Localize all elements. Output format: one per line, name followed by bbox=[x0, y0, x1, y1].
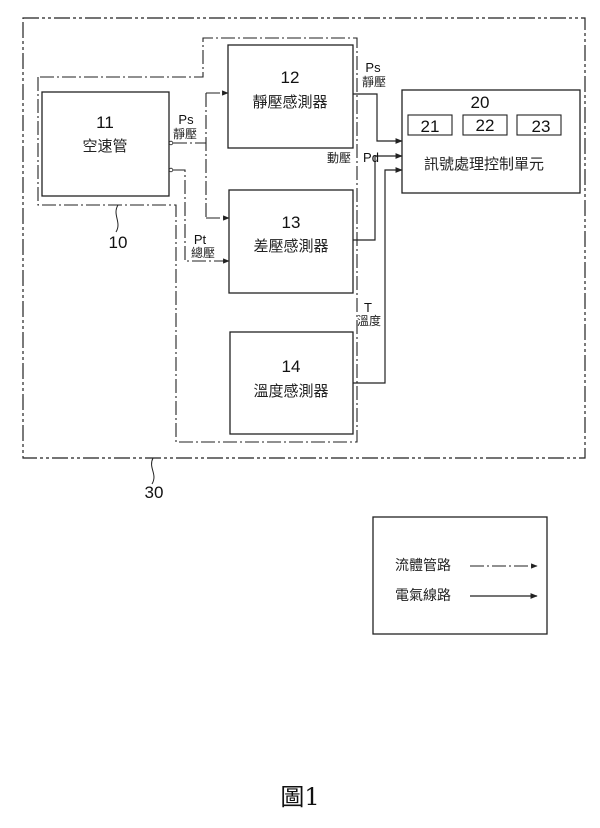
leader-line-30 bbox=[152, 458, 154, 484]
static-sensor-ref: 12 bbox=[281, 68, 300, 87]
diff-sensor-ref: 13 bbox=[282, 213, 301, 232]
pd-out-label: 動壓 bbox=[327, 151, 351, 165]
t-out-symbol: T bbox=[364, 300, 372, 315]
submodule-23-label: 23 bbox=[532, 117, 551, 136]
pt-in-symbol: Pt bbox=[194, 232, 207, 247]
ps-out-symbol: Ps bbox=[365, 60, 381, 75]
static-port bbox=[169, 141, 173, 145]
temp-sensor-name: 溫度感測器 bbox=[253, 382, 328, 400]
total-port bbox=[169, 168, 173, 172]
submodule-21-label: 21 bbox=[421, 117, 440, 136]
pt-in-label: 總壓 bbox=[191, 245, 215, 260]
submodule-22-label: 22 bbox=[476, 116, 495, 135]
ps-in-symbol: Ps bbox=[178, 112, 194, 127]
leader-line-10 bbox=[116, 205, 118, 232]
ref-label-10: 10 bbox=[109, 233, 128, 252]
ps-output-wire bbox=[353, 94, 402, 141]
ref-label-30: 30 bbox=[145, 483, 164, 502]
pitot-ref: 11 bbox=[96, 113, 114, 132]
legend-fluid-label: 流體管路 bbox=[395, 558, 451, 574]
ps-out-label: 靜壓 bbox=[362, 75, 386, 89]
diff-sensor-name: 差壓感測器 bbox=[253, 237, 328, 255]
controller-ref: 20 bbox=[471, 93, 490, 112]
legend-box bbox=[373, 517, 547, 634]
signal-processing-control-unit-block bbox=[402, 90, 580, 193]
figure-caption: 圖1 bbox=[280, 783, 319, 811]
pd-out-symbol: Pd bbox=[363, 150, 379, 165]
t-output-wire bbox=[353, 170, 402, 383]
temp-sensor-ref: 14 bbox=[282, 357, 301, 376]
pitot-name: 空速管 bbox=[82, 137, 127, 155]
legend-electrical-label: 電氣線路 bbox=[395, 588, 451, 604]
t-out-label: 溫度 bbox=[357, 313, 381, 328]
pd-output-wire bbox=[353, 156, 402, 240]
static-sensor-name: 靜壓感測器 bbox=[252, 93, 327, 111]
ps-in-label: 靜壓 bbox=[173, 127, 197, 141]
controller-name: 訊號處理控制單元 bbox=[424, 155, 544, 173]
